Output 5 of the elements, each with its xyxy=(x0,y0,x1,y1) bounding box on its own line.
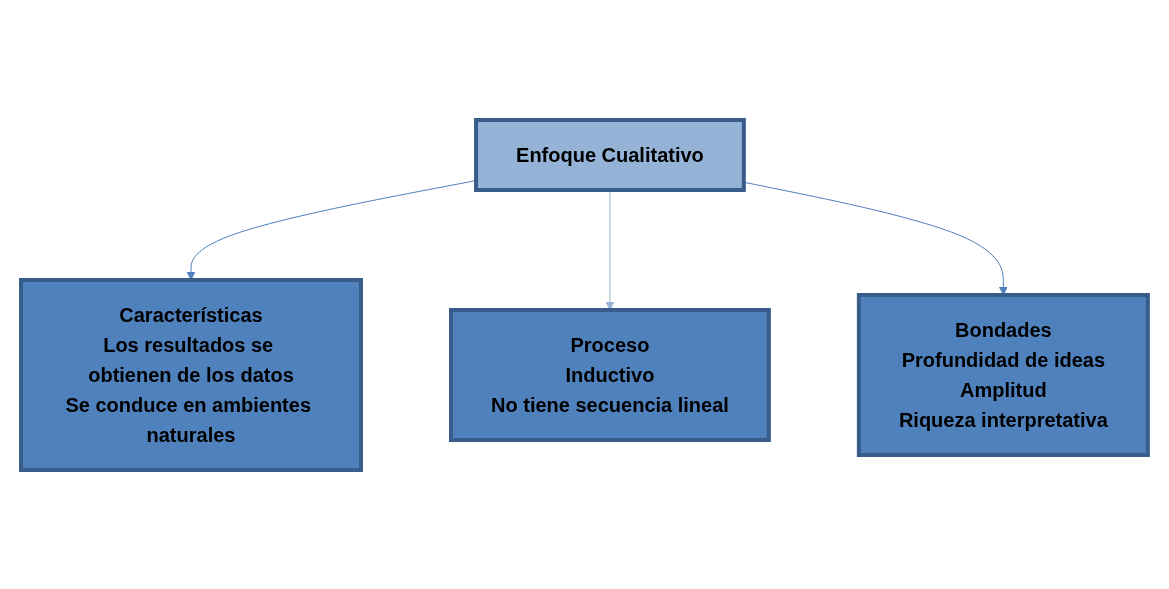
node-box: Enfoque Cualitativo xyxy=(474,117,746,192)
node-box: Proceso Inductivo No tiene secuencia lineal xyxy=(449,307,771,442)
arrow xyxy=(605,189,615,310)
node-box: Bondades Profundidad de ideas Amplitud Riqueza interpretativa xyxy=(856,292,1150,457)
node-box: Características Los resultados se obtienen de los datos Se conduce en ambientes naturales xyxy=(19,277,364,472)
